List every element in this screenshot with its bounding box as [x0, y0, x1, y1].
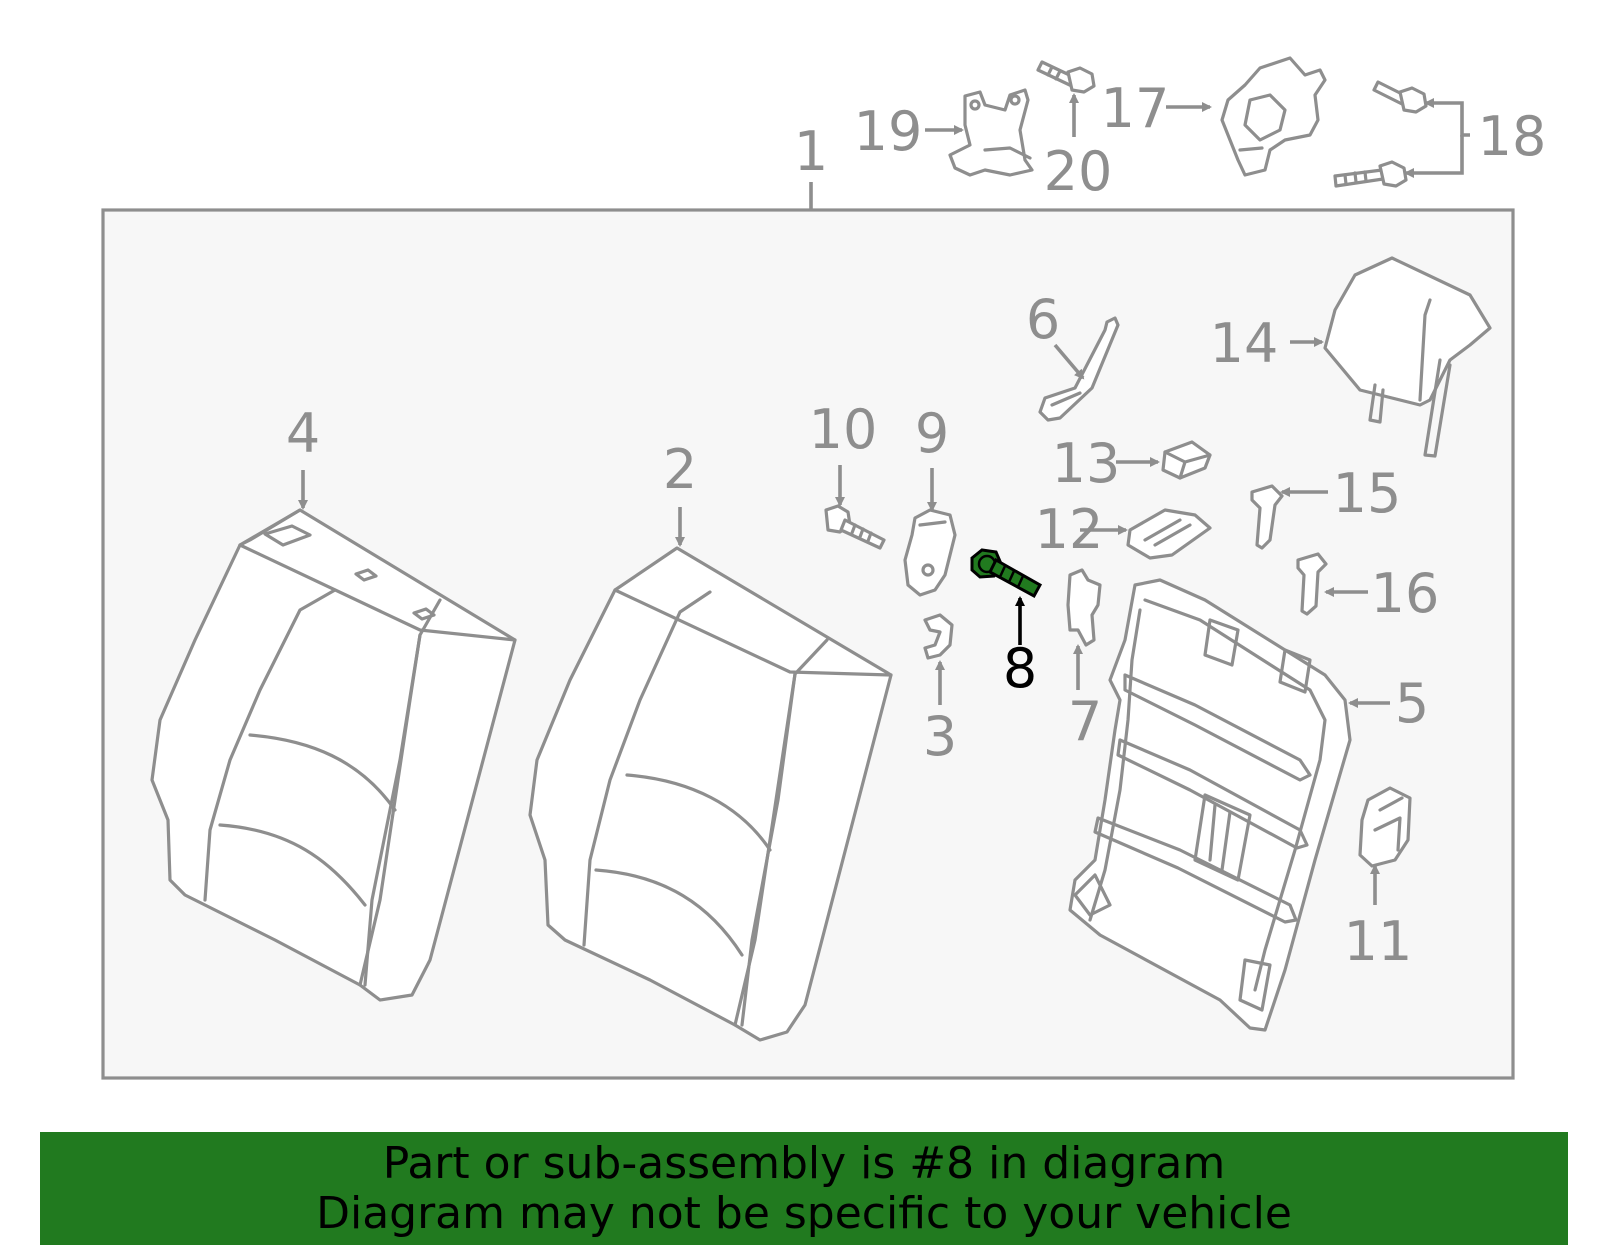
part-13-clip — [1161, 440, 1212, 480]
callout-16: 16 — [1371, 562, 1440, 625]
callout-20: 20 — [1044, 140, 1113, 203]
callout-12: 12 — [1035, 498, 1104, 561]
part-14-headrest — [1323, 256, 1492, 458]
part-15-guide — [1250, 484, 1284, 550]
callout-4: 4 — [286, 402, 320, 465]
part-8-bolt[interactable] — [970, 548, 1043, 599]
callout-arrows — [298, 93, 1470, 905]
part-12-bracket — [1126, 508, 1212, 560]
callout-6: 6 — [1026, 288, 1060, 351]
callout-11: 11 — [1344, 910, 1413, 973]
part-5-seatback-frame — [1068, 578, 1352, 1032]
callout-14: 14 — [1210, 312, 1279, 375]
callout-10: 10 — [809, 398, 878, 461]
part-6-trim — [1038, 316, 1120, 422]
part-2-seatback-cover — [528, 546, 893, 1042]
part-3-clip — [923, 613, 954, 660]
callout-2: 2 — [663, 438, 697, 501]
callout-1: 1 — [794, 120, 828, 183]
part-17-bracket — [1220, 56, 1327, 177]
part-7-bracket — [1066, 568, 1102, 647]
banner-line-1: Part or sub-assembly is #8 in diagram — [382, 1137, 1226, 1189]
callout-5: 5 — [1395, 672, 1429, 735]
callout-9: 9 — [915, 402, 949, 465]
part-11-lever — [1358, 786, 1412, 868]
part-16-guide — [1296, 552, 1328, 616]
part-20-bolt — [1036, 60, 1096, 94]
callout-18: 18 — [1478, 105, 1547, 168]
part-9-bracket — [903, 508, 957, 597]
callout-17: 17 — [1101, 77, 1170, 140]
callout-13: 13 — [1052, 432, 1121, 495]
info-banner: Part or sub-assembly is #8 in diagram Di… — [40, 1132, 1568, 1245]
part-19-bracket — [948, 88, 1034, 177]
callout-8: 8 — [1003, 637, 1037, 700]
banner-line-2: Diagram may not be specific to your vehi… — [316, 1187, 1292, 1239]
callout-7: 7 — [1068, 690, 1102, 753]
callout-15: 15 — [1333, 462, 1402, 525]
callout-19: 19 — [854, 100, 923, 163]
callout-3: 3 — [923, 705, 957, 768]
part-4-seatback-cover — [150, 508, 517, 1002]
part-18-bolts — [1333, 80, 1428, 188]
